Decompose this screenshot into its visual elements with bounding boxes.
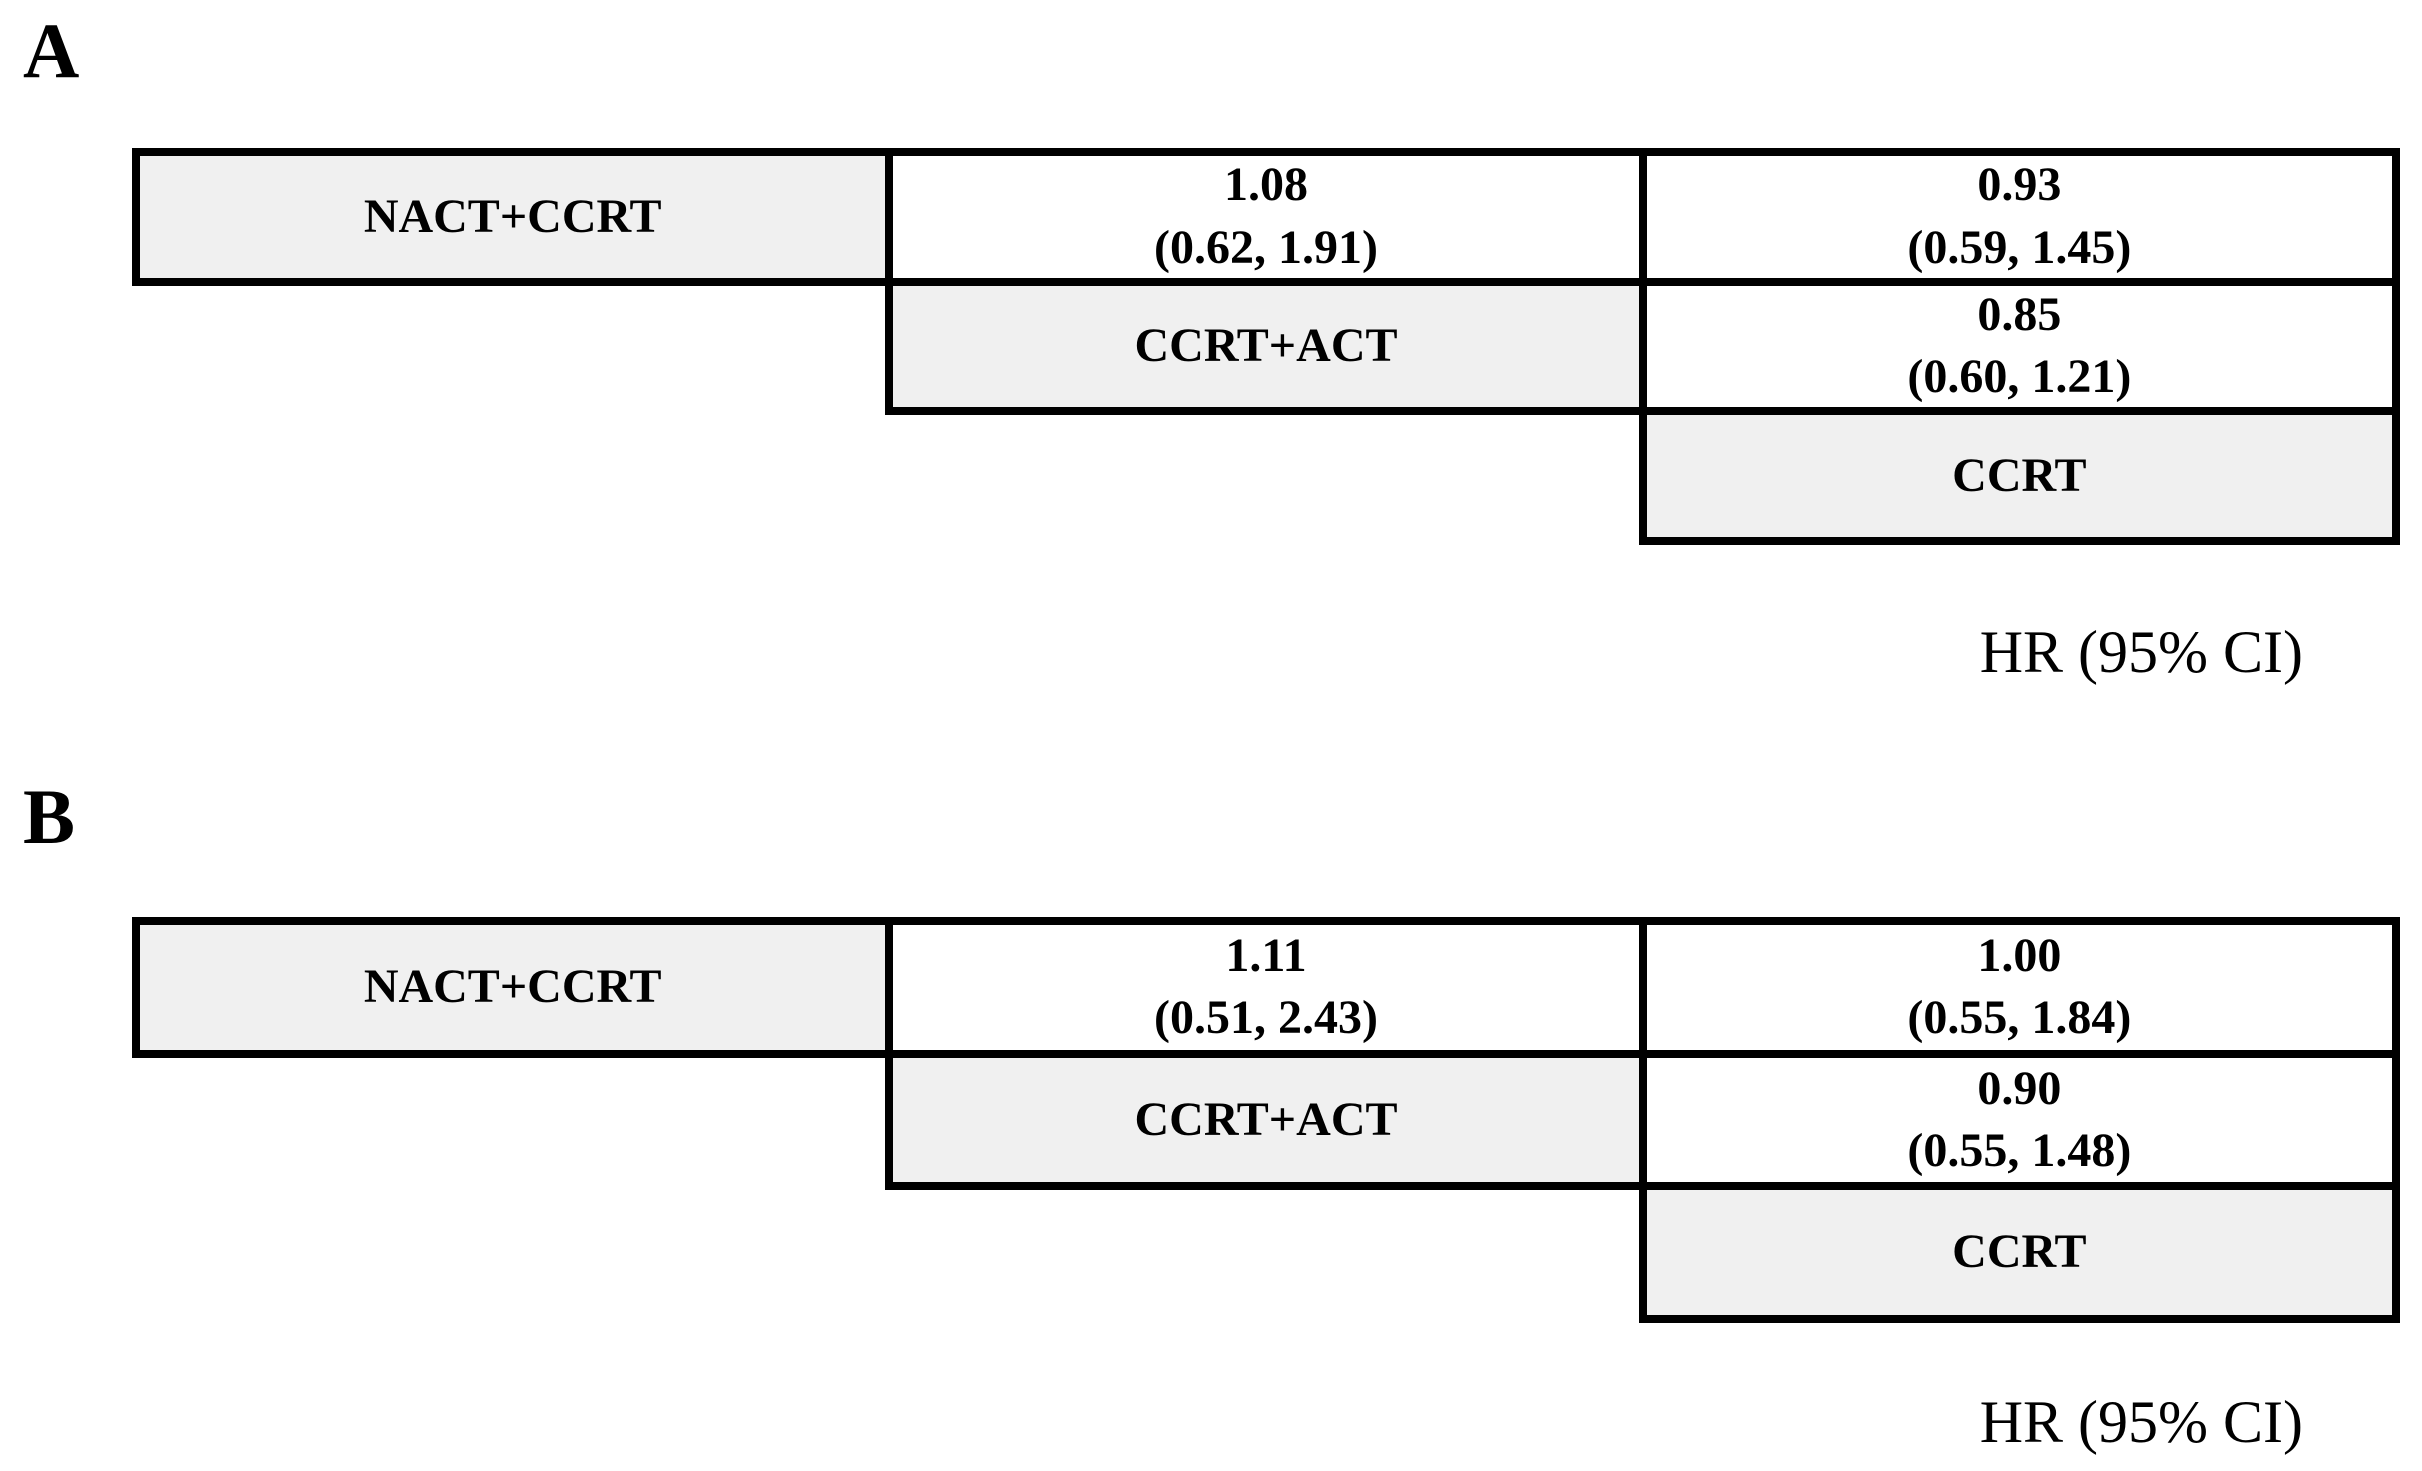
treatment-cell-a-ccrt-act: CCRT+ACT (885, 277, 1647, 416)
hr-value: 1.00 (1977, 928, 2062, 982)
hr-value: 0.85 (1977, 288, 2062, 342)
hr-cell-b-nactccrt-vs-ccrtact: 1.11 (0.51, 2.43) (885, 917, 1647, 1058)
treatment-name: NACT+CCRT (363, 189, 662, 243)
treatment-cell-b-ccrt: CCRT (1638, 1182, 2400, 1323)
hr-ci-caption-b: HR (95% CI) (1979, 1389, 2303, 1455)
hr-cell-a-nactccrt-vs-ccrt: 0.93 (0.59, 1.45) (1638, 148, 2400, 286)
hr-cell-a-ccrtact-vs-ccrt: 0.85 (0.60, 1.21) (1638, 277, 2400, 416)
treatment-cell-a-ccrt: CCRT (1638, 407, 2400, 545)
hr-value: 0.90 (1977, 1061, 2062, 1115)
ci-value: (0.59, 1.45) (1907, 220, 2132, 274)
treatment-cell-a-nact-ccrt: NACT+CCRT (132, 148, 894, 286)
panel-a-label: A (23, 7, 80, 94)
hr-value: 1.08 (1223, 158, 1308, 212)
hr-ci-caption-a: HR (95% CI) (1979, 619, 2303, 685)
panel-b-label: B (23, 773, 76, 860)
hr-cell-a-nactccrt-vs-ccrtact: 1.08 (0.62, 1.91) (885, 148, 1647, 286)
treatment-name: CCRT (1952, 448, 2087, 502)
treatment-cell-b-nact-ccrt: NACT+CCRT (132, 917, 894, 1058)
ci-value: (0.55, 1.48) (1907, 1123, 2132, 1177)
treatment-name: CCRT+ACT (1134, 319, 1398, 373)
ci-value: (0.55, 1.84) (1907, 991, 2132, 1045)
league-table-b: NACT+CCRT 1.11 (0.51, 2.43) 1.00 (0.55, … (132, 917, 2400, 1323)
hr-cell-b-ccrtact-vs-ccrt: 0.90 (0.55, 1.48) (1638, 1049, 2400, 1191)
hr-cell-b-nactccrt-vs-ccrt: 1.00 (0.55, 1.84) (1638, 917, 2400, 1058)
treatment-name: NACT+CCRT (363, 960, 662, 1014)
hr-value: 0.93 (1977, 158, 2062, 212)
ci-value: (0.60, 1.21) (1907, 350, 2132, 404)
treatment-name: CCRT+ACT (1134, 1092, 1398, 1146)
ci-value: (0.62, 1.91) (1154, 220, 1378, 274)
league-table-a: NACT+CCRT 1.08 (0.62, 1.91) 0.93 (0.59, … (132, 148, 2400, 545)
hr-value: 1.11 (1225, 928, 1307, 982)
treatment-cell-b-ccrt-act: CCRT+ACT (885, 1049, 1647, 1191)
ci-value: (0.51, 2.43) (1154, 991, 1378, 1045)
treatment-name: CCRT (1952, 1225, 2087, 1279)
